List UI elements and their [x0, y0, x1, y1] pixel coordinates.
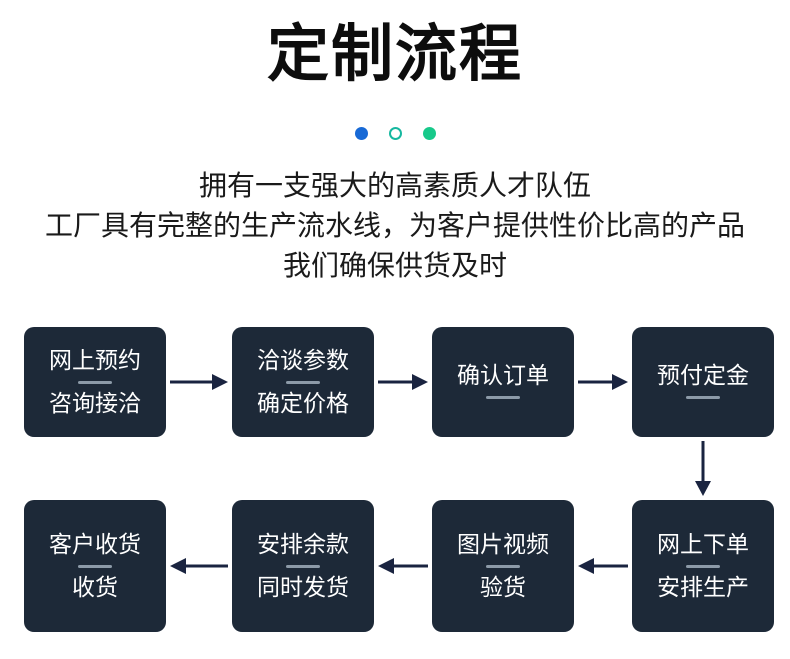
flow-node-7[interactable]: 安排余款 同时发货	[232, 500, 374, 632]
decorative-dots	[0, 127, 790, 140]
flow-node-8[interactable]: 客户收货 收货	[24, 500, 166, 632]
flow-node-5[interactable]: 网上下单 安排生产	[632, 500, 774, 632]
flow-node-2-divider	[286, 380, 320, 384]
flow-node-1-divider	[78, 380, 112, 384]
flow-node-1-primary: 网上预约	[49, 347, 141, 374]
arrow-right-icon	[170, 371, 228, 393]
flow-node-8-secondary: 收货	[72, 574, 118, 601]
flow-node-2-primary: 洽谈参数	[257, 347, 349, 374]
subtitle-line-1: 拥有一支强大的高素质人才队伍	[198, 169, 591, 202]
flow-node-3-primary: 确认订单	[457, 362, 549, 389]
subtitle-line-3: 我们确保供货及时	[282, 249, 507, 282]
flow-node-8-primary: 客户收货	[49, 531, 141, 558]
dot-hollow	[388, 127, 402, 140]
arrow-left-icon	[578, 555, 628, 577]
flow-node-7-primary: 安排余款	[257, 531, 349, 558]
dot-green-filled	[422, 127, 436, 140]
arrow-right-icon	[378, 371, 428, 393]
flow-node-4-primary: 预付定金	[657, 362, 749, 389]
flow-node-6-divider	[486, 564, 520, 568]
arrow-down-icon	[692, 441, 714, 496]
flow-node-2[interactable]: 洽谈参数 确定价格	[232, 327, 374, 437]
flow-node-2-secondary: 确定价格	[257, 390, 349, 417]
flow-node-6-primary: 图片视频	[457, 531, 549, 558]
arrow-left-icon	[170, 555, 228, 577]
flow-node-1[interactable]: 网上预约 咨询接洽	[24, 327, 166, 437]
flow-node-6[interactable]: 图片视频 验货	[432, 500, 574, 632]
dot-blue-filled	[354, 127, 368, 140]
flow-node-3[interactable]: 确认订单	[432, 327, 574, 437]
arrow-left-icon	[378, 555, 428, 577]
process-flow-diagram: 网上预约 咨询接洽 洽谈参数 确定价格 确认订单 预付定金 网上下单 安排生产 …	[0, 300, 790, 659]
flow-node-5-divider	[686, 564, 720, 568]
flow-node-7-secondary: 同时发货	[257, 574, 349, 601]
subtitle-line-2: 工厂具有完整的生产流水线，为客户提供性价比高的产品	[44, 209, 745, 242]
subtitle-block: 拥有一支强大的高素质人才队伍 工厂具有完整的生产流水线，为客户提供性价比高的产品…	[0, 166, 790, 286]
page-title: 定制流程	[266, 17, 523, 90]
arrow-right-icon	[578, 371, 628, 393]
flow-node-8-divider	[78, 564, 112, 568]
flow-node-5-secondary: 安排生产	[657, 574, 749, 601]
flow-node-3-divider	[486, 395, 520, 399]
flow-node-4[interactable]: 预付定金	[632, 327, 774, 437]
header: 定制流程	[0, 0, 790, 90]
flow-node-4-divider	[686, 395, 720, 399]
flow-node-7-divider	[286, 564, 320, 568]
flow-node-6-secondary: 验货	[480, 574, 526, 601]
flow-node-1-secondary: 咨询接洽	[49, 390, 141, 417]
flow-node-5-primary: 网上下单	[657, 531, 749, 558]
